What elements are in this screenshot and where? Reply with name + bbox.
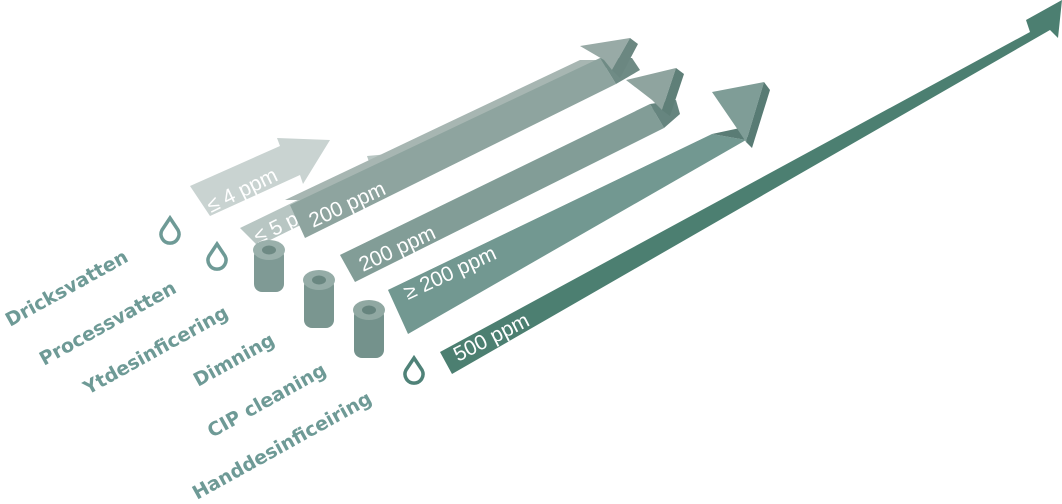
value-handdesinficeiring: 500 ppm <box>450 309 533 367</box>
drop-outline-icon <box>159 214 181 245</box>
drop-outline-icon <box>206 240 228 271</box>
label-handdesinficeiring: Handdesinficeiring <box>189 387 376 504</box>
drop-cylinder-icon <box>253 240 285 292</box>
drop-cylinder-icon <box>353 300 385 358</box>
label-dimning: Dimning <box>190 329 279 392</box>
drop-cylinder-icon <box>303 270 335 328</box>
drop-outline-icon <box>403 354 425 385</box>
